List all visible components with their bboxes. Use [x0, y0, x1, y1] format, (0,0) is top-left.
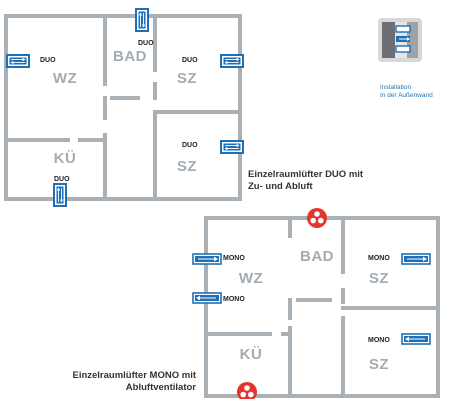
mono-room-bad-label: BAD: [300, 248, 334, 265]
duo-room-sz-bottom-label: SZ: [176, 158, 198, 175]
wall-installation-icon: [378, 18, 422, 62]
duo-caption: Einzelraumlüfter DUO mit Zu- und Abluft: [248, 169, 364, 192]
mono-device-sz-top: [401, 253, 431, 265]
duo-tag-sz-top: DUO: [182, 57, 198, 64]
mono-room-kue-label: KÜ: [239, 346, 263, 363]
mono-device-sz-bottom: [402, 334, 430, 344]
duo-device-sz-top: [221, 55, 243, 67]
duo-device-sz-bottom: [221, 141, 243, 153]
mono-caption: Einzelraumlüfter MONO mit Abluftventilat…: [72, 370, 196, 393]
exhaust-fan-kue-icon: [237, 382, 257, 399]
duo-room-wz-label: WZ: [52, 70, 78, 87]
mono-tag-wz-upper: MONO: [223, 255, 245, 262]
duo-room-sz-top-label: SZ: [176, 70, 198, 87]
duo-tag-sz-bottom: DUO: [182, 142, 198, 149]
duo-tag-wz: DUO: [40, 57, 56, 64]
duo-device-wz: [7, 55, 29, 67]
mono-tag-sz-bottom: MONO: [368, 337, 390, 344]
mono-device-wz-lower: [193, 293, 221, 303]
duo-device-kue: [53, 183, 67, 207]
mono-tag-sz-top: MONO: [368, 255, 390, 262]
duo-room-bad-label: BAD: [113, 48, 147, 65]
duo-floor-plan: [4, 14, 242, 201]
mono-room-wz-label: WZ: [238, 270, 264, 287]
duo-device-bad: [135, 8, 149, 32]
installation-note: Installation In der Außenwand: [380, 84, 433, 99]
mono-room-sz-bottom-label: SZ: [368, 356, 390, 373]
exhaust-fan-bad-icon: [307, 208, 327, 228]
mono-device-wz-upper: [192, 253, 222, 265]
mono-tag-wz-lower: MONO: [223, 296, 245, 303]
duo-tag-bad: DUO: [138, 40, 154, 47]
mono-room-sz-top-label: SZ: [368, 270, 390, 287]
duo-tag-kue: DUO: [54, 176, 70, 183]
duo-room-kue-label: KÜ: [53, 150, 77, 167]
